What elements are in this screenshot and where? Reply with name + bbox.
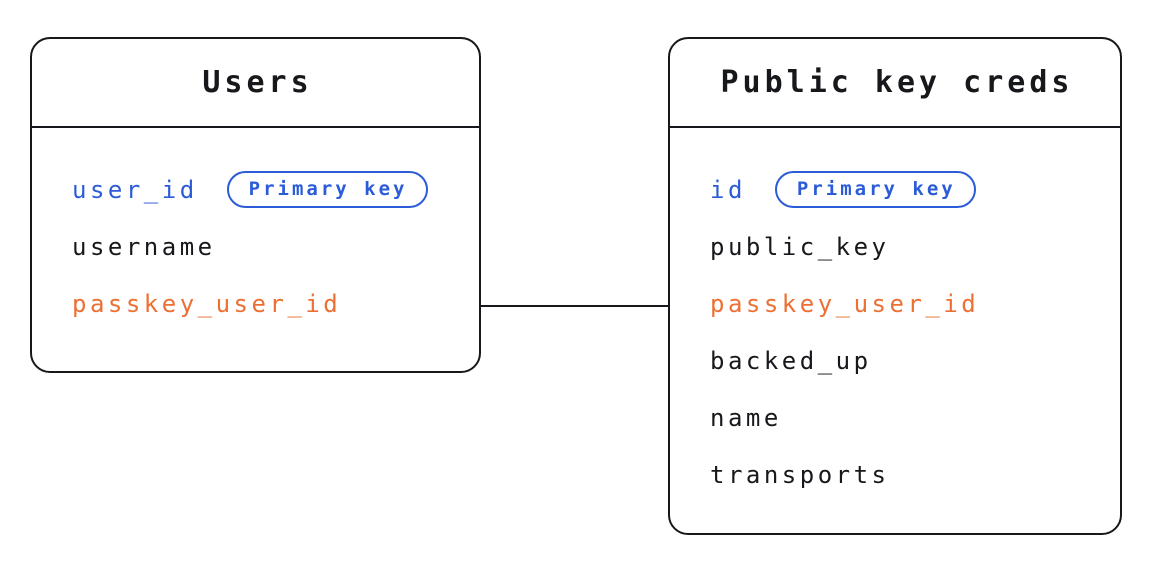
- table-card-public-key-creds: Public key creds id Primary key public_k…: [668, 37, 1122, 535]
- field-row-username: username: [72, 218, 467, 275]
- primary-key-badge: Primary key: [774, 170, 976, 209]
- field-name: backed_up: [710, 346, 872, 375]
- table-card-users: Users user_id Primary key username passk…: [30, 37, 481, 373]
- table-creds-header: Public key creds: [670, 39, 1120, 128]
- table-title-public-key-creds: Public key creds: [720, 65, 1074, 100]
- field-name: username: [72, 232, 216, 261]
- field-row-id: id Primary key: [710, 161, 1108, 218]
- field-row-public-key: public_key: [710, 218, 1108, 275]
- field-name: passkey_user_id: [710, 289, 980, 318]
- field-name: transports: [710, 460, 890, 489]
- field-row-name: name: [710, 389, 1108, 446]
- table-users-header: Users: [32, 39, 479, 128]
- field-name: user_id: [72, 175, 198, 204]
- table-title-users: Users: [202, 65, 313, 100]
- field-row-passkey-user-id: passkey_user_id: [710, 275, 1108, 332]
- relationship-line: [481, 305, 668, 307]
- field-row-backed-up: backed_up: [710, 332, 1108, 389]
- field-name: public_key: [710, 232, 890, 261]
- field-name: name: [710, 403, 782, 432]
- field-row-transports: transports: [710, 446, 1108, 503]
- field-row-user-id: user_id Primary key: [72, 161, 467, 218]
- field-name: id: [710, 175, 746, 204]
- table-users-field-list: user_id Primary key username passkey_use…: [32, 128, 479, 332]
- primary-key-badge: Primary key: [226, 170, 428, 209]
- field-row-passkey-user-id: passkey_user_id: [72, 275, 467, 332]
- table-creds-field-list: id Primary key public_key passkey_user_i…: [670, 128, 1120, 503]
- field-name: passkey_user_id: [72, 289, 342, 318]
